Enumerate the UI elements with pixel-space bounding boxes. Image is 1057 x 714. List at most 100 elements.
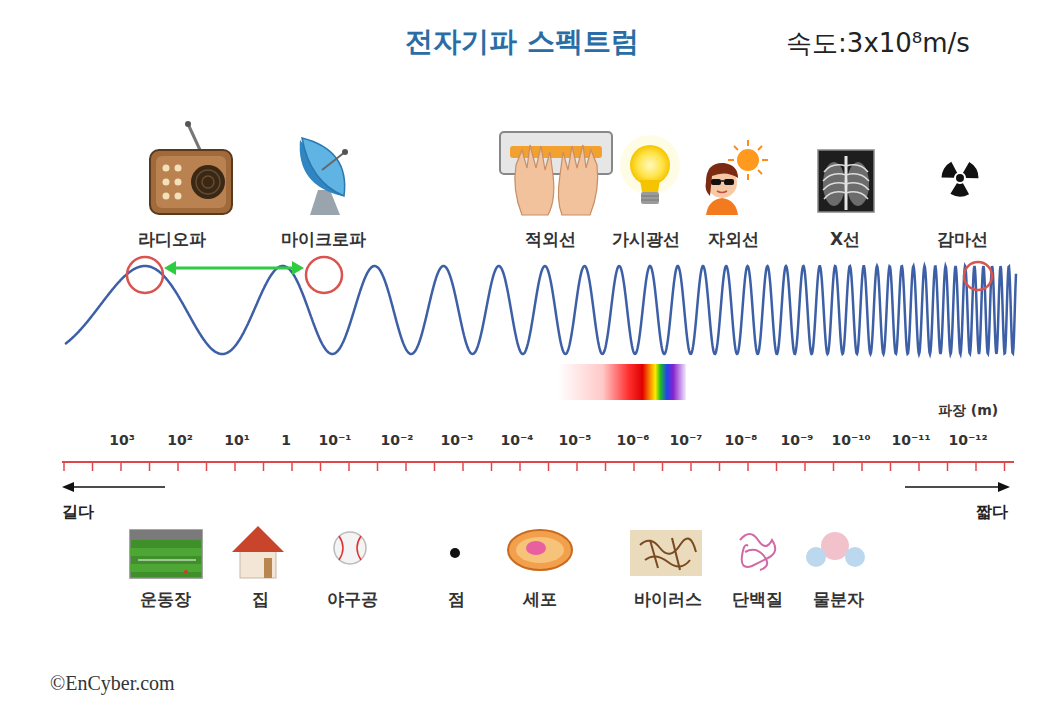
xray-icon-part <box>847 162 869 206</box>
axis-ticks-part <box>206 462 208 471</box>
band-label: X선 <box>830 230 860 250</box>
axis-ticks-part <box>177 462 179 471</box>
axis-ticks-part <box>747 462 749 471</box>
object-label: 집 <box>252 590 269 610</box>
water-molecule-icon <box>806 532 865 567</box>
title: 전자기파 스펙트럼 <box>405 26 639 58</box>
sun-face-icon-part-part <box>734 146 738 150</box>
crest-markers <box>127 257 992 293</box>
baseball-icon-part <box>339 536 343 560</box>
field-icon <box>130 530 202 578</box>
object-label: 운동장 <box>140 590 191 610</box>
sun-face-icon-part <box>721 180 724 182</box>
radiation-icon-part <box>956 174 964 182</box>
axis-ticks-part <box>434 462 436 471</box>
short-arrow <box>905 482 1010 492</box>
virus-icon-part <box>640 538 696 570</box>
wave-line <box>65 266 1016 354</box>
axis-ticks-part <box>120 462 122 471</box>
radio-icon-part <box>163 165 170 172</box>
object-label: 물분자 <box>813 590 864 610</box>
water-molecule-icon-part <box>806 547 826 567</box>
field-icon-part <box>130 530 202 578</box>
axis-ticks-part <box>690 462 692 471</box>
axis-ticks-part <box>833 462 835 471</box>
axis-ticks-part <box>633 462 635 471</box>
xray-icon-part-part <box>846 165 868 172</box>
radio-icon-part <box>163 179 170 186</box>
baseball-icon <box>334 532 366 564</box>
long-arrow-part <box>70 486 165 488</box>
axis-ticks-part <box>1004 462 1006 471</box>
field-icon-part <box>130 548 202 556</box>
axis-ticks <box>64 462 1005 471</box>
cell-icon <box>508 530 572 570</box>
wavelength-arrow-part <box>172 267 296 270</box>
visible-band <box>558 364 686 400</box>
house-icon-part <box>232 526 284 552</box>
sun-face-icon-part <box>724 179 734 185</box>
axis-unit: 파장 (m) <box>938 402 998 418</box>
field-icon-part <box>130 564 202 572</box>
xray-icon-part <box>818 150 874 212</box>
radio-icon-part <box>188 124 200 150</box>
axis-ticks-part <box>149 462 151 471</box>
axis-ticks-part <box>63 462 65 471</box>
sun-face-icon-part-part <box>747 174 749 180</box>
bulb-icon <box>620 135 680 204</box>
protein-icon <box>740 534 775 570</box>
sun-face-icon-part-part <box>762 159 768 161</box>
axis-ticks-part <box>92 462 94 471</box>
cell-icon-part <box>526 541 546 555</box>
radio-icon-part <box>191 165 225 199</box>
baseball-icon-part <box>357 536 361 560</box>
sun-face-icon-part-part <box>758 170 762 174</box>
heater-hands-icon-part <box>558 145 597 215</box>
object-label: 단백질 <box>732 590 783 610</box>
dot-icon-part <box>450 548 460 558</box>
wavelength-arrow-part <box>292 261 304 275</box>
short-arrow-part <box>905 486 1002 488</box>
sun-face-icon-part-part <box>728 159 734 161</box>
axis-ticks-part <box>776 462 778 471</box>
virus-icon <box>630 530 702 576</box>
bulb-icon-part <box>620 135 680 195</box>
virus-icon-part <box>630 530 702 576</box>
house-icon <box>232 526 284 578</box>
axis-ticks-part <box>548 462 550 471</box>
axis-ticks-part <box>576 462 578 471</box>
sun-face-icon-part-part <box>747 140 749 146</box>
dish-icon-part <box>342 149 348 155</box>
sun-face-icon-part <box>706 198 738 215</box>
xray-icon <box>818 150 874 212</box>
xray-icon-part-part <box>846 183 869 190</box>
bulb-icon-part <box>641 196 659 197</box>
axis-ticks-part <box>975 462 977 471</box>
dish-icon-part <box>302 138 345 196</box>
direction-label: 길다 <box>62 503 94 521</box>
tick-label: 10⁻⁴ <box>500 432 533 448</box>
band-label: 자외선 <box>708 230 759 250</box>
tick-label: 10⁻³ <box>440 432 473 448</box>
tick-label: 10⁻⁹ <box>780 432 813 448</box>
axis-ticks-part <box>662 462 664 471</box>
radiation-icon <box>944 162 977 195</box>
baseball-icon-part <box>334 532 366 564</box>
axis-ticks-part <box>263 462 265 471</box>
tick-label: 10⁻⁵ <box>558 432 591 448</box>
axis-ticks-part <box>605 462 607 471</box>
axis-ticks-part <box>719 462 721 471</box>
radio-icon-part <box>163 193 170 200</box>
xray-icon-part-part <box>823 183 846 190</box>
object-label: 점 <box>448 590 465 610</box>
axis-ticks-part <box>890 462 892 471</box>
virus-icon-part-part <box>672 538 680 570</box>
copyright: ©EnCyber.com <box>50 672 175 695</box>
radio-icon-part <box>202 176 214 188</box>
radio-icon-part <box>175 165 182 172</box>
xray-icon-part-part <box>846 192 868 199</box>
heater-hands-icon-part <box>515 145 554 215</box>
virus-icon-part-part <box>640 538 696 553</box>
bulb-icon-part <box>640 180 660 192</box>
